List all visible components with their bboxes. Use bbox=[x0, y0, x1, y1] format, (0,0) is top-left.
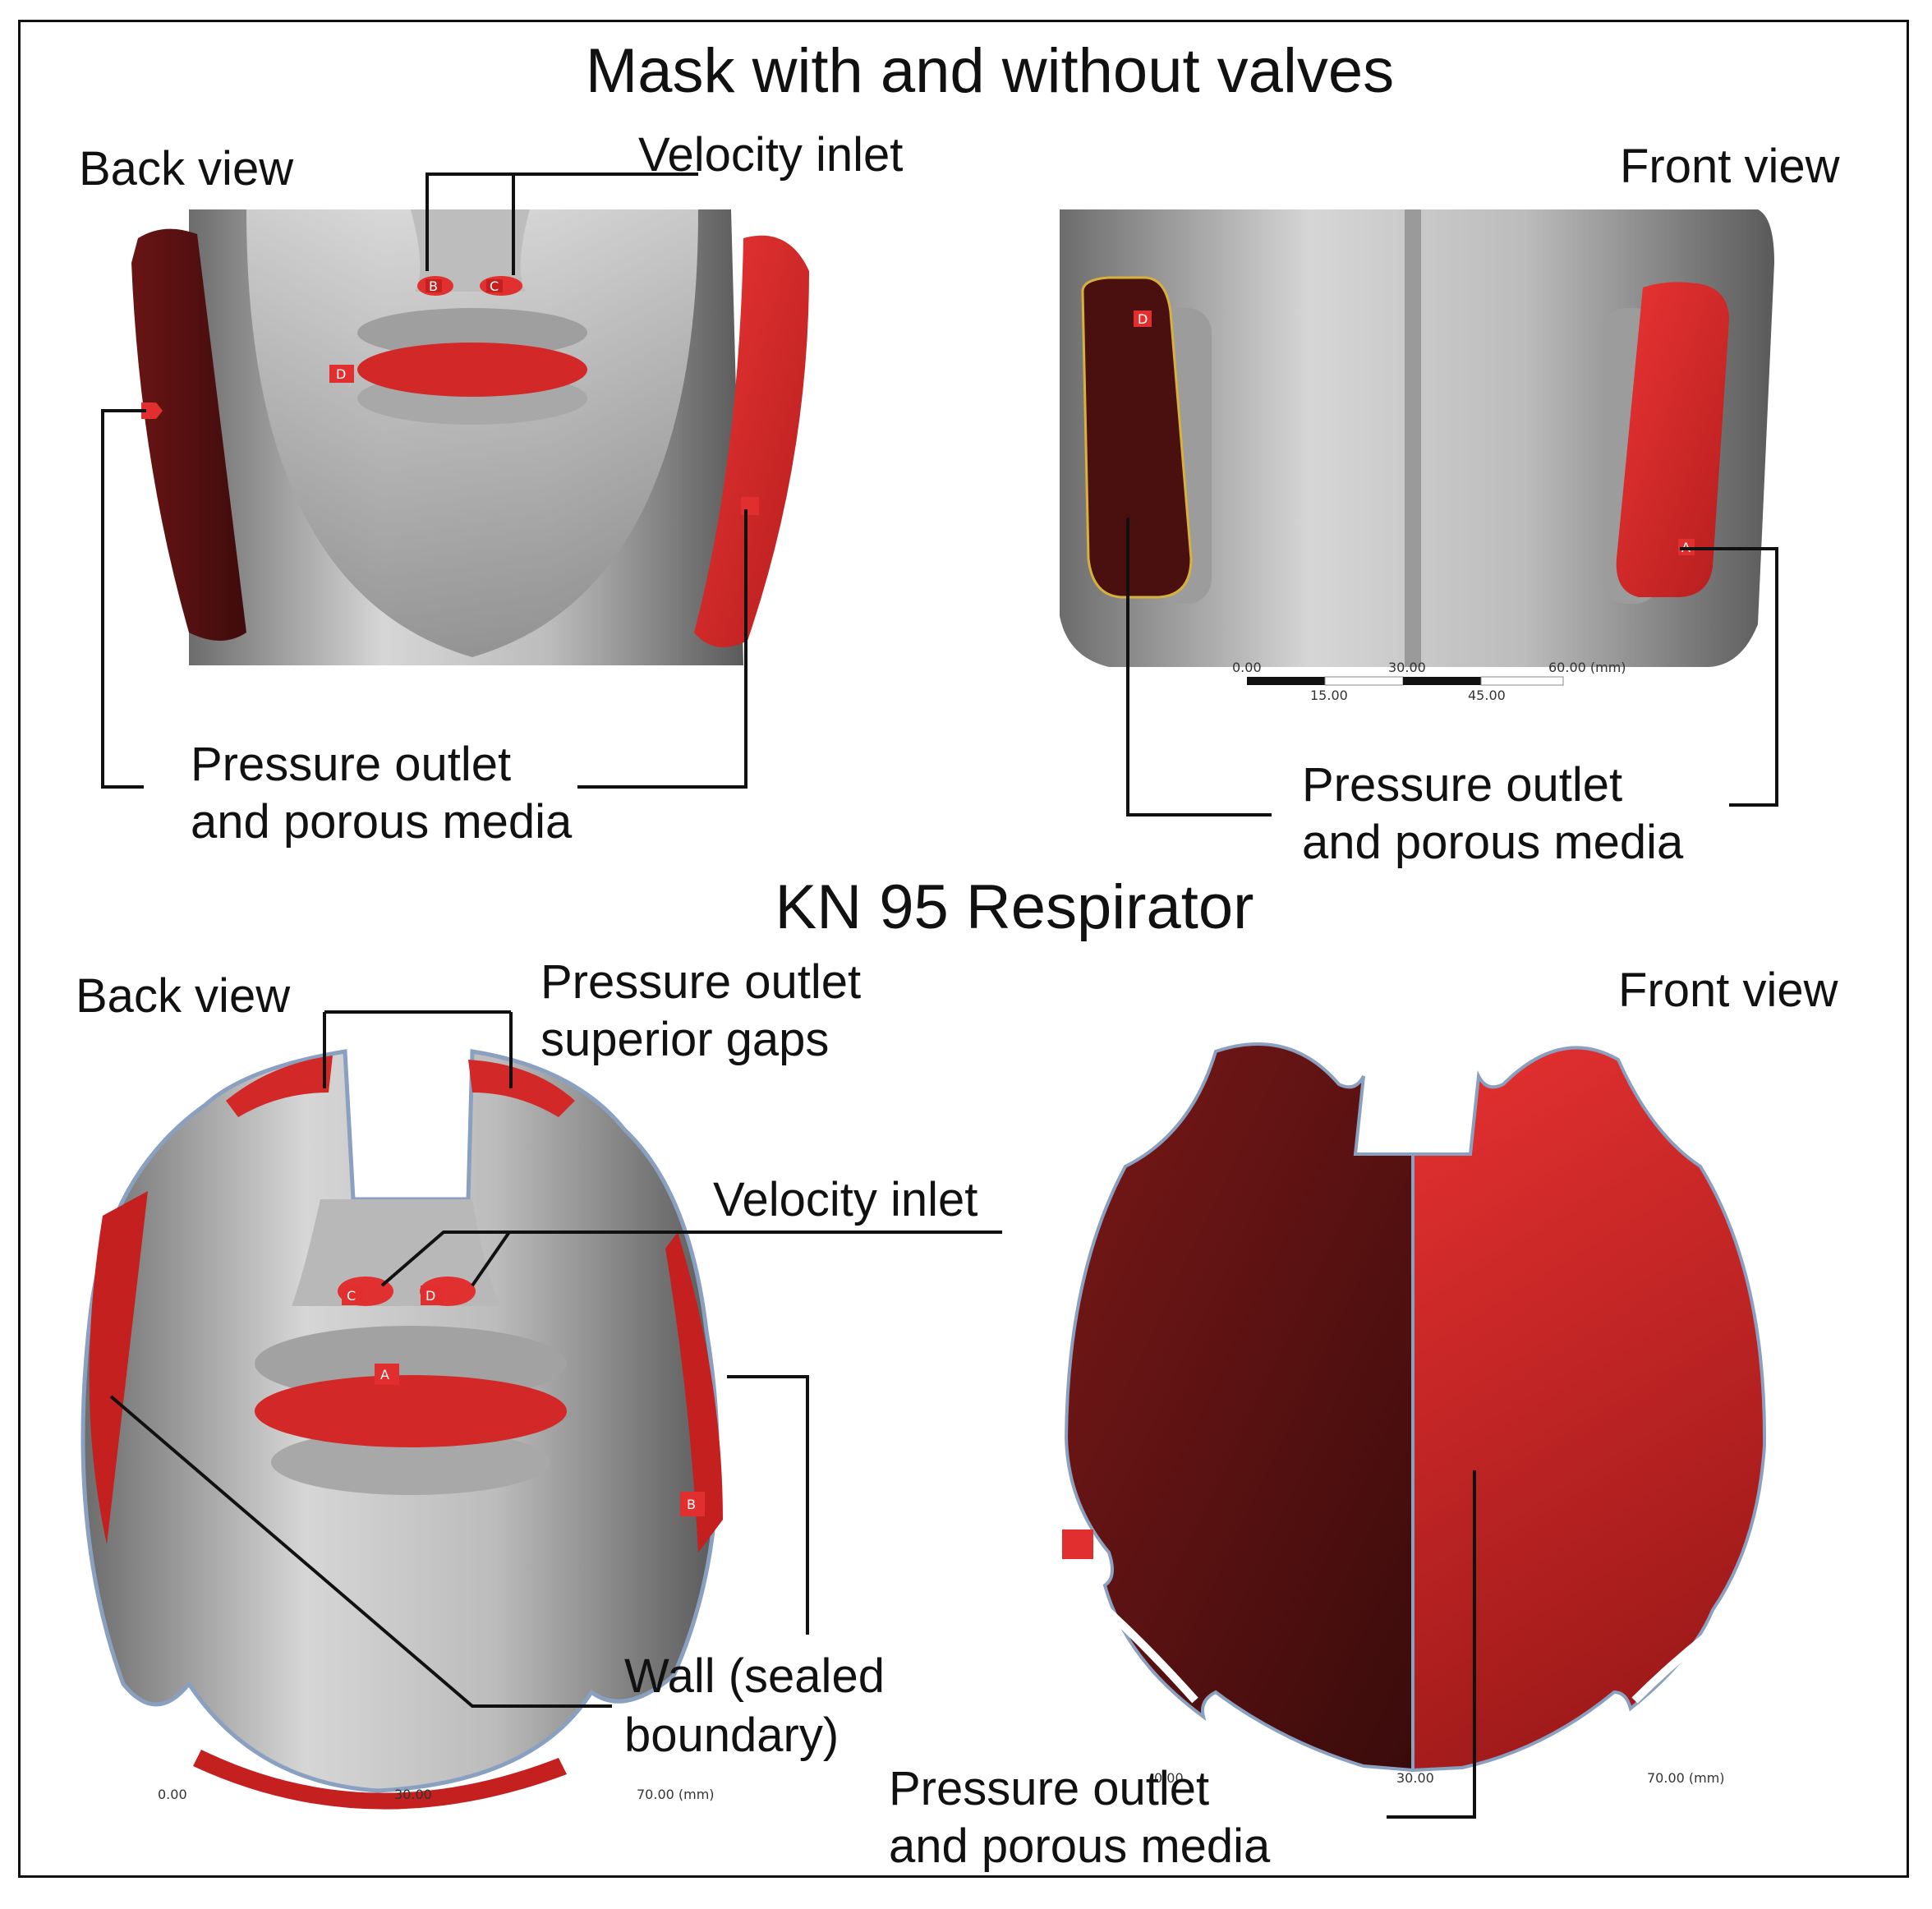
top-right-pressure-outlet-line2: and porous media bbox=[1302, 816, 1684, 869]
top-title: Mask with and without valves bbox=[586, 36, 1394, 106]
tag-d: D bbox=[336, 366, 346, 382]
tag-front-d: D bbox=[1138, 311, 1148, 327]
kn95-front-marker bbox=[1062, 1530, 1093, 1559]
valved-mask-front-view: Front view D A 0.00 30.00 60.00 (mm) 15.… bbox=[1060, 140, 1841, 869]
bottom-left-scale-30: 30.00 bbox=[394, 1787, 432, 1802]
gaps-label-line2: superior gaps bbox=[540, 1013, 829, 1066]
valved-mask-back-view: Back view Velocity inlet D B C bbox=[79, 128, 903, 849]
bottom-velocity-inlet-label: Velocity inlet bbox=[713, 1173, 978, 1226]
kn95-mouth-inlet bbox=[255, 1375, 567, 1447]
bottom-right-pressure-outlet-line2: and porous media bbox=[889, 1819, 1271, 1873]
scale-top-0: 0.00 bbox=[1232, 660, 1262, 675]
front-pressure-outlet-leader bbox=[1387, 1470, 1476, 1819]
front-pressure-outlet-leader-right bbox=[1680, 547, 1778, 807]
bottom-back-view-label: Back view bbox=[76, 969, 291, 1023]
tag-kn95-c: C bbox=[347, 1288, 356, 1304]
bottom-left-scale-70: 70.00 (mm) bbox=[637, 1787, 715, 1802]
scale-bottom-15: 15.00 bbox=[1310, 688, 1348, 703]
figure-frame bbox=[18, 20, 1909, 1878]
mask-center-seam bbox=[1405, 209, 1421, 667]
kn95-back-view: Back view Pressure outlet superior gaps … bbox=[76, 955, 1002, 1810]
right-superior-gap bbox=[468, 1060, 575, 1117]
tag-d-shape bbox=[329, 365, 354, 383]
tag-right-filter-marker bbox=[741, 497, 759, 515]
tag-kn95-b-shape bbox=[680, 1492, 705, 1516]
top-right-pressure-outlet-line1: Pressure outlet bbox=[1302, 758, 1622, 812]
bottom-front-view-label: Front view bbox=[1618, 964, 1839, 1017]
nose-shape bbox=[411, 209, 530, 292]
right-side-edge bbox=[665, 1232, 723, 1552]
velocity-inlet-leader-c bbox=[380, 1230, 1002, 1287]
velocity-inlet-leader-d bbox=[471, 1230, 511, 1287]
scale-bar-segment-1 bbox=[1247, 677, 1325, 685]
bottom-right-scale-0: 0.00 bbox=[1154, 1770, 1184, 1786]
pressure-outlet-leader-right bbox=[577, 509, 748, 789]
kn95-front-left-half bbox=[1064, 1042, 1414, 1773]
left-filter-front bbox=[1081, 276, 1193, 599]
bottom-right-pressure-outlet-line1: Pressure outlet bbox=[889, 1762, 1209, 1815]
tag-c-shape bbox=[486, 279, 503, 292]
upper-lip bbox=[357, 308, 587, 357]
wall-leader-left bbox=[109, 1395, 612, 1708]
bottom-left-scale-0: 0.00 bbox=[158, 1787, 187, 1802]
top-left-pressure-outlet-line1: Pressure outlet bbox=[191, 738, 511, 791]
wall-leader-right bbox=[727, 1375, 809, 1635]
velocity-inlet-leader-left bbox=[426, 172, 698, 271]
tag-kn95-d: D bbox=[426, 1288, 435, 1304]
wall-label-line2: boundary) bbox=[624, 1709, 839, 1762]
scale-bar-segment-3 bbox=[1403, 677, 1481, 685]
tag-kn95-d-shape bbox=[421, 1286, 444, 1305]
left-ear-notch bbox=[1065, 1574, 1198, 1704]
wall-label-line1: Wall (sealed bbox=[624, 1649, 885, 1703]
mouth-inlet bbox=[357, 343, 587, 397]
scale-bar-segment-4 bbox=[1480, 676, 1564, 686]
bottom-edge bbox=[193, 1750, 567, 1810]
tag-kn95-b: B bbox=[687, 1497, 696, 1512]
face-contour bbox=[246, 209, 698, 657]
tag-front-d-shape bbox=[1134, 310, 1152, 327]
top-left-pressure-outlet-line2: and porous media bbox=[191, 795, 573, 849]
tag-kn95-c-shape bbox=[342, 1286, 365, 1305]
bottom-right-scale-30: 30.00 bbox=[1396, 1770, 1434, 1786]
kn95-front-right-half bbox=[1411, 1046, 1767, 1773]
kn95-lower-lip bbox=[271, 1429, 550, 1495]
tag-c: C bbox=[490, 278, 499, 294]
kn95-front-view: Front view 0.00 30.00 70.00 (mm) Pressur… bbox=[889, 964, 1839, 1873]
tag-b: B bbox=[429, 278, 438, 294]
left-side-edge bbox=[89, 1191, 148, 1544]
top-back-view-label: Back view bbox=[79, 142, 294, 196]
pressure-outlet-leader-left bbox=[101, 409, 146, 789]
left-filter-back bbox=[131, 228, 246, 641]
tag-kn95-a: A bbox=[380, 1367, 389, 1382]
right-filter-front bbox=[1616, 282, 1729, 597]
left-superior-gap bbox=[226, 1056, 333, 1117]
scale-bar-segment-2 bbox=[1324, 676, 1404, 686]
scale-top-60: 60.00 (mm) bbox=[1548, 660, 1626, 675]
middle-title: KN 95 Respirator bbox=[775, 872, 1254, 942]
front-pressure-outlet-leader-left bbox=[1126, 518, 1272, 816]
top-front-view-label: Front view bbox=[1620, 140, 1841, 193]
tag-kn95-a-shape bbox=[375, 1364, 399, 1385]
tag-b-shape bbox=[426, 279, 442, 292]
tag-left-filter-marker bbox=[141, 402, 163, 419]
gaps-label-line1: Pressure outlet bbox=[540, 955, 861, 1009]
scale-bottom-45: 45.00 bbox=[1468, 688, 1506, 703]
bottom-right-scale-70: 70.00 (mm) bbox=[1647, 1770, 1725, 1786]
scale-top-30: 30.00 bbox=[1388, 660, 1426, 675]
right-ear-notch bbox=[1631, 1606, 1744, 1704]
right-filter-back bbox=[694, 235, 809, 647]
